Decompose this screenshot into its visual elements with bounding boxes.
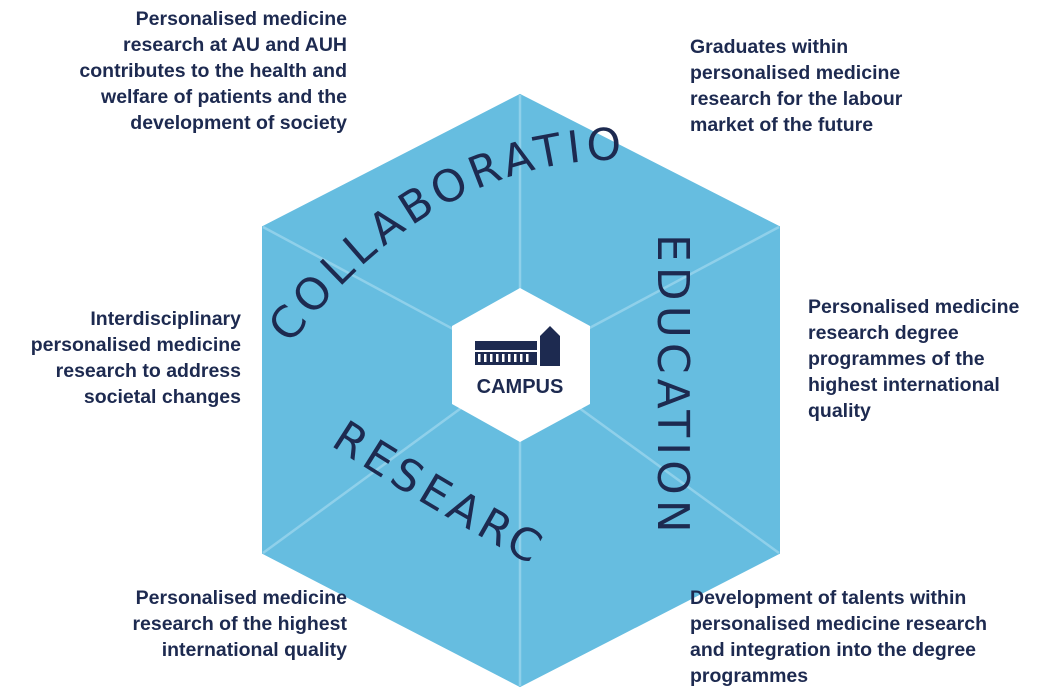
campus-building-icon (475, 326, 560, 366)
education-label: EDUCATION (647, 234, 698, 538)
note-middle-left: Interdisciplinary personalised medicine … (30, 308, 241, 408)
note-middle-right: Personalised medicine research degree pr… (808, 296, 1020, 422)
note-top-left: Personalised medicine research at AU and… (79, 8, 347, 134)
note-top-right: Graduates within personalised medicine r… (690, 36, 903, 136)
campus-logo-text: CAMPUS (477, 376, 564, 398)
note-bottom-left: Personalised medicine research of the hi… (132, 587, 347, 661)
note-bottom-right: Development of talents within personalis… (690, 587, 987, 687)
